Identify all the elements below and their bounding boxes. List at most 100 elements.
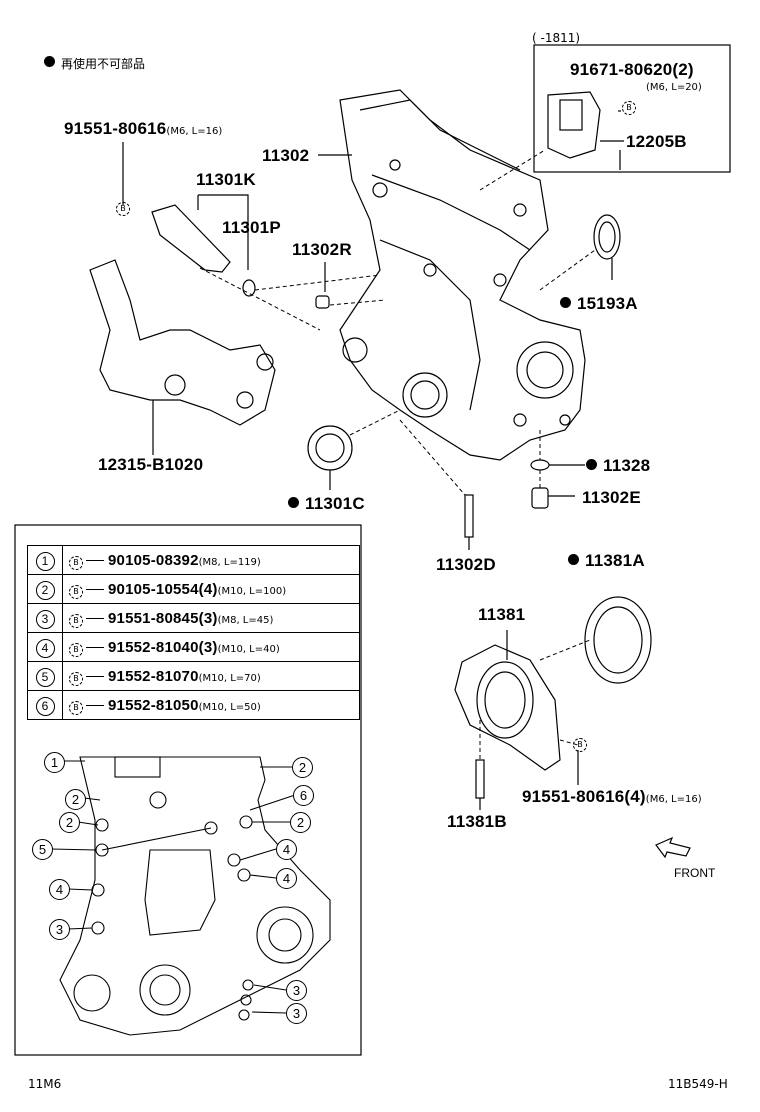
bolt-callout: 4	[276, 868, 297, 889]
b-mark-icon: B	[622, 101, 636, 115]
b-mark-icon: B	[69, 614, 83, 628]
bolt-callout: 2	[59, 812, 80, 833]
part-11328-label[interactable]: 11328	[603, 456, 651, 475]
part-11381[interactable]: 11381	[478, 605, 526, 624]
bolt-part-number[interactable]: 90105-08392	[108, 552, 199, 569]
bolt-part-cell: B 91552-81040(3)(M10, L=40)	[62, 632, 360, 662]
bolt-callout: 3	[49, 919, 70, 940]
footer-illustration-code: 11B549-H	[668, 1077, 728, 1091]
part-11381B[interactable]: 11381B	[447, 812, 507, 831]
part-15193A-label[interactable]: 15193A	[577, 294, 638, 313]
non-reusable-dot-icon	[44, 56, 55, 67]
part-11302R[interactable]: 11302R	[292, 240, 352, 259]
bolt-callout: 4	[49, 879, 70, 900]
non-reusable-dot-icon	[560, 297, 571, 308]
bolt-number-cell: 5	[27, 661, 63, 691]
part-91551-80616[interactable]: 91551-80616	[64, 119, 167, 138]
bolt-table-frame	[14, 524, 362, 1056]
part-11381A-label[interactable]: 11381A	[585, 551, 645, 570]
bolt-number-cell: 2	[27, 574, 63, 604]
bolt-part-number[interactable]: 90105-10554(4)	[108, 581, 218, 598]
bolt-part-number[interactable]: 91552-81040(3)	[108, 639, 218, 656]
leader-line	[86, 589, 104, 590]
part-91551-top-spec: (M6, L=16)	[166, 126, 223, 137]
part-11301C-label[interactable]: 11301C	[305, 494, 365, 513]
part-12315-B1020[interactable]: 12315-B1020	[98, 455, 204, 474]
bolt-callout: 6	[293, 785, 314, 806]
bolt-number: 1	[35, 551, 55, 571]
bolt-number-cell: 6	[27, 690, 63, 720]
leader-line	[86, 560, 104, 561]
timing-cover-outline	[339, 89, 586, 461]
bolt-number-cell: 1	[27, 545, 63, 575]
bolt-part-cell: B 90105-10554(4)(M10, L=100)	[62, 574, 360, 604]
part-15193A: 15193A	[560, 294, 638, 314]
footer-left-code: 11M6	[28, 1077, 62, 1091]
production-range: ( -1811)	[532, 31, 581, 45]
part-12205B[interactable]: 12205B	[626, 132, 687, 151]
bolt-spec: (M10, L=100)	[217, 586, 287, 597]
bolt-part-number[interactable]: 91551-80845(3)	[108, 610, 218, 627]
part-91551-top-label: 91551-80616(M6, L=16)	[64, 119, 222, 139]
leader-line	[86, 676, 104, 677]
part-11301C: 11301C	[288, 494, 365, 514]
bolt-callout: 2	[290, 812, 311, 833]
part-11301P[interactable]: 11301P	[222, 218, 281, 237]
leader-line	[86, 618, 104, 619]
bolt-part-cell: B 91552-81050(M10, L=50)	[62, 690, 360, 720]
bolt-callout: 4	[276, 839, 297, 860]
legend-text: 再使用不可部品	[61, 57, 146, 71]
bolt-map-outline	[59, 756, 331, 1036]
bracket-outline	[89, 259, 276, 426]
bolt-part-number[interactable]: 91552-81070	[108, 668, 199, 685]
leader-line	[86, 647, 104, 648]
bolt-callout: 5	[32, 839, 53, 860]
part-11328: 11328	[586, 456, 650, 476]
part-91551-bottom-label: 91551-80616(4)(M6, L=16)	[522, 787, 702, 807]
part-11301K[interactable]: 11301K	[196, 170, 256, 189]
bolt-number-cell: 3	[27, 603, 63, 633]
non-reusable-dot-icon	[568, 554, 579, 565]
bolt-spec: (M10, L=40)	[217, 644, 280, 655]
reuse-legend: 再使用不可部品	[44, 55, 145, 72]
top-right-frame	[533, 44, 731, 173]
bolt-number: 5	[35, 667, 55, 687]
b-mark-icon: B	[69, 585, 83, 599]
bolt-spec: (M8, L=45)	[217, 615, 274, 626]
part-91551-bottom-spec: (M6, L=16)	[645, 794, 702, 805]
bolt-number: 2	[35, 580, 55, 600]
part-11302[interactable]: 11302	[262, 146, 310, 165]
bolt-callout: 3	[286, 1003, 307, 1024]
bolt-callout: 1	[44, 752, 65, 773]
bolt-callout: 3	[286, 980, 307, 1001]
bolt-spec: (M10, L=70)	[198, 673, 261, 684]
bolt-spec: (M10, L=50)	[198, 702, 261, 713]
bolt-part-cell: B 91551-80845(3)(M8, L=45)	[62, 603, 360, 633]
b-mark-icon: B	[573, 738, 587, 752]
front-label: FRONT	[674, 866, 716, 880]
part-11302D[interactable]: 11302D	[436, 555, 496, 574]
bolt-number: 6	[35, 696, 55, 716]
bolt-part-cell: B 91552-81070(M10, L=70)	[62, 661, 360, 691]
bolt-number-cell: 4	[27, 632, 63, 662]
bolt-number: 4	[35, 638, 55, 658]
b-mark-icon: B	[69, 643, 83, 657]
b-mark-icon: B	[69, 701, 83, 715]
part-91671-80620[interactable]: 91671-80620(2)	[570, 60, 694, 79]
part-11302E[interactable]: 11302E	[582, 488, 641, 507]
bolt-callout: 2	[65, 789, 86, 810]
bolt-part-number[interactable]: 91552-81050	[108, 697, 199, 714]
part-11381A: 11381A	[568, 551, 645, 571]
bolt-spec: (M8, L=119)	[198, 557, 261, 568]
b-mark-icon: B	[69, 672, 83, 686]
leader-line	[86, 705, 104, 706]
part-91551-80616-4[interactable]: 91551-80616(4)	[522, 787, 646, 806]
